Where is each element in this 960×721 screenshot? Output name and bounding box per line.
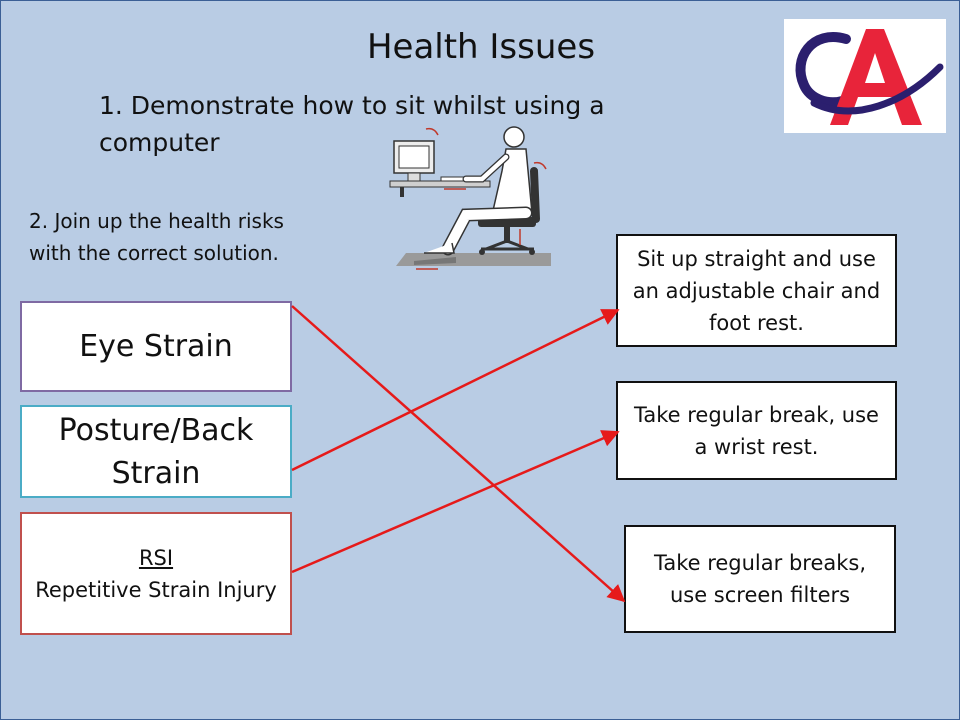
solution-label: Take regular breaks, use screen filters	[653, 551, 867, 607]
solution-box-wrist-rest[interactable]: Take regular break, use a wrist rest.	[616, 381, 897, 480]
company-logo	[784, 19, 946, 133]
connector-arrow-eye-strain	[291, 305, 626, 603]
solution-label: Sit up straight and use an adjustable ch…	[632, 246, 881, 335]
risk-label: Eye Strain	[79, 329, 233, 364]
connector-arrow-posture	[291, 308, 620, 472]
instruction-2: 2. Join up the health risks with the cor…	[29, 209, 284, 265]
instruction-1: 1. Demonstrate how to sit whilst using a…	[99, 91, 605, 157]
risk-full-name: Repetitive Strain Injury	[35, 577, 277, 602]
connector-arrow-rsi	[291, 430, 620, 574]
risk-box-eye-strain[interactable]: Eye Strain	[20, 301, 292, 392]
solution-box-posture[interactable]: Sit up straight and use an adjustable ch…	[616, 234, 897, 347]
risk-box-rsi[interactable]: RSI Repetitive Strain Injury	[20, 512, 292, 635]
risk-label: Posture/Back Strain	[58, 412, 254, 491]
risk-box-posture-back-strain[interactable]: Posture/Back Strain	[20, 405, 292, 498]
ergonomic-seated-posture-icon	[386, 121, 551, 271]
risk-abbreviation: RSI	[138, 545, 174, 570]
solution-box-screen-filters[interactable]: Take regular breaks, use screen filters	[624, 525, 896, 633]
slide-title: Health Issues	[366, 27, 596, 67]
solution-label: Take regular break, use a wrist rest.	[634, 402, 879, 459]
